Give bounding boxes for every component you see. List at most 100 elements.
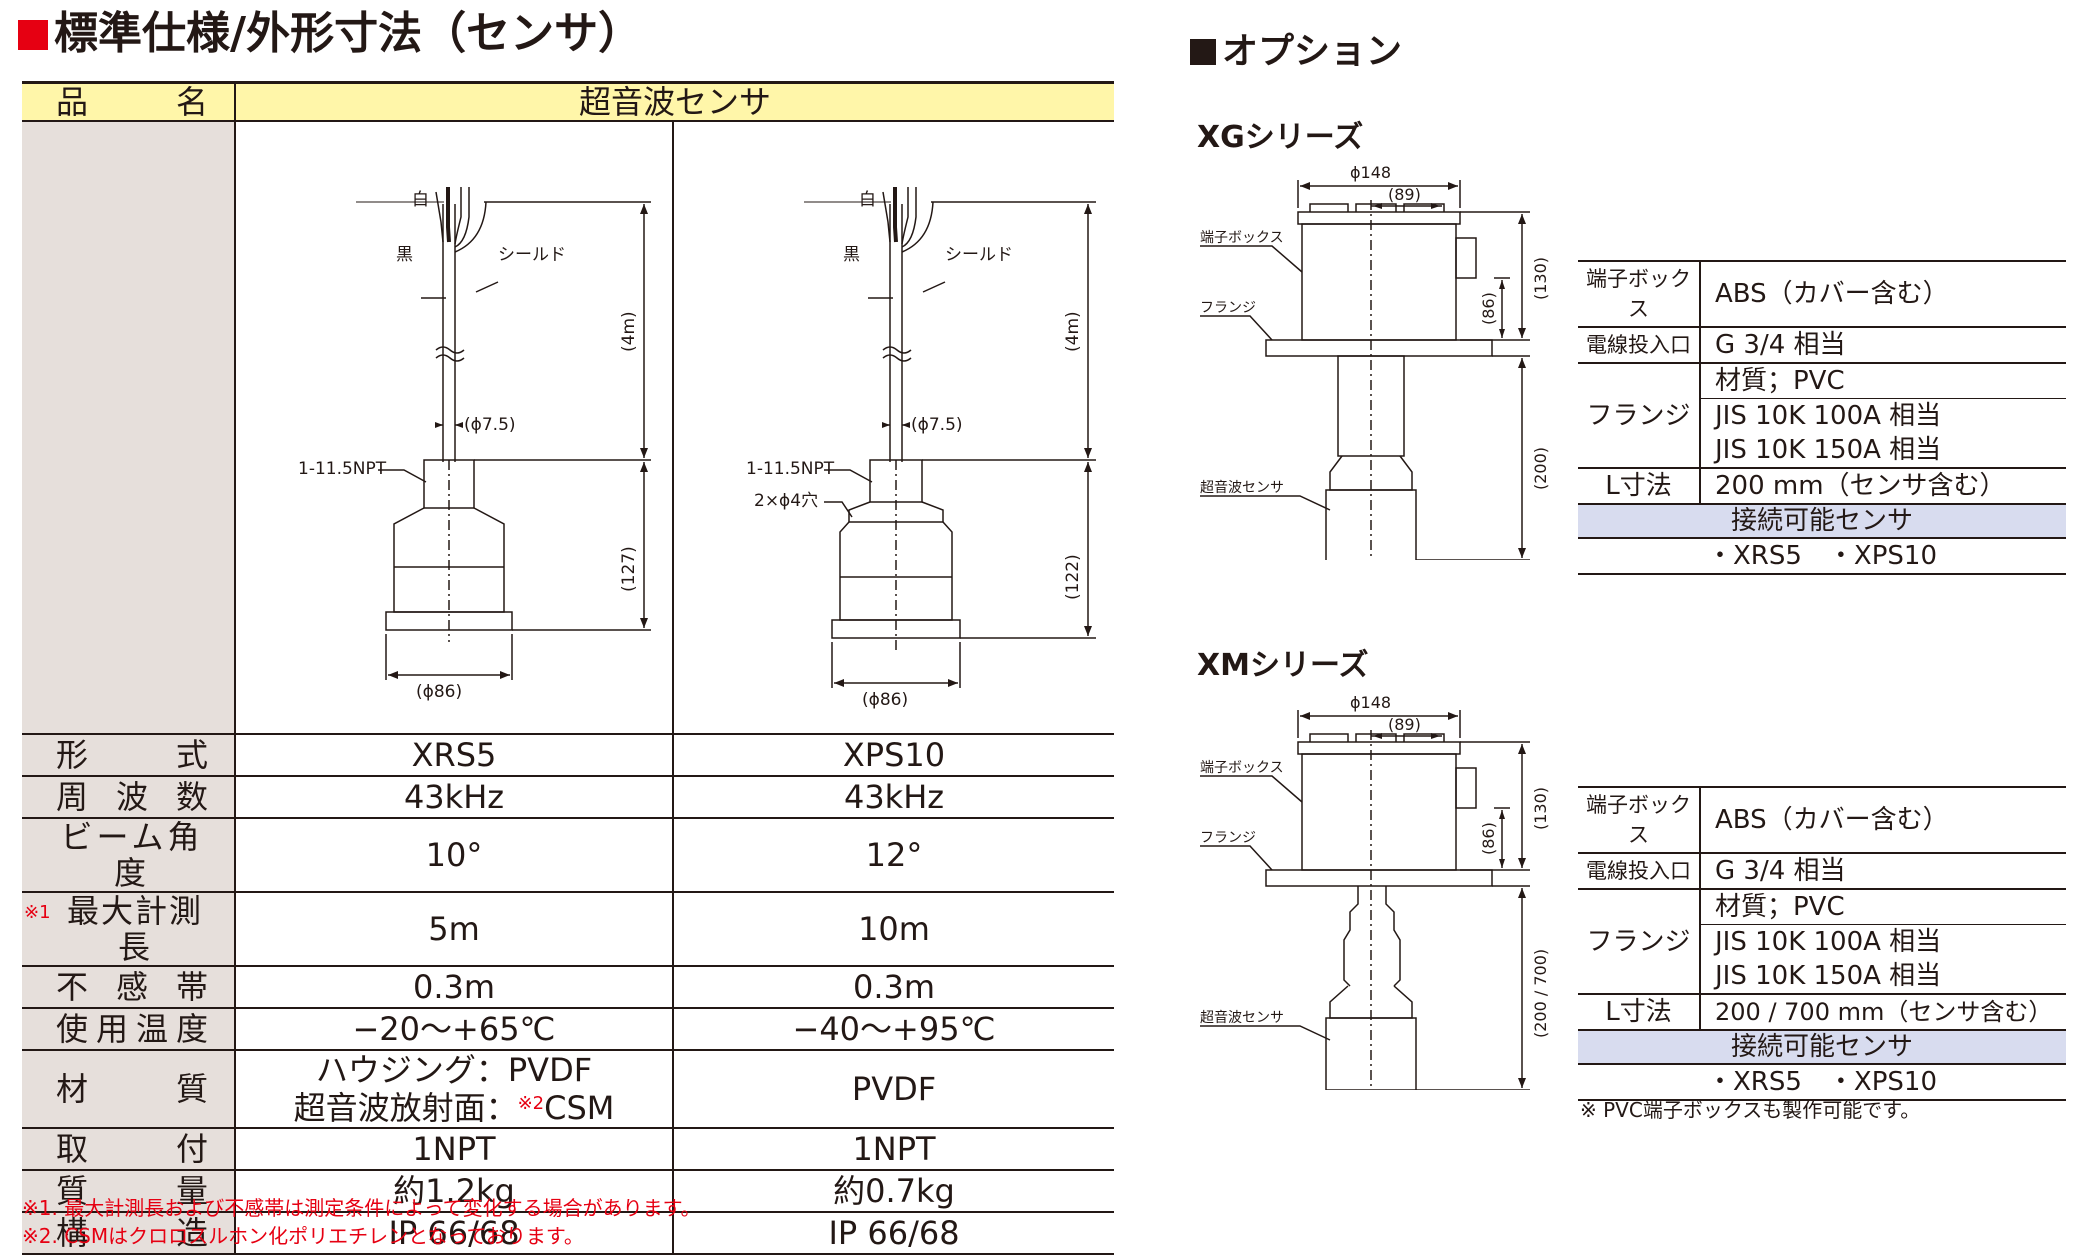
header-label: 品名 <box>22 81 236 122</box>
page-title-text: 標準仕様/外形寸法（センサ） <box>54 8 643 59</box>
xps10-height-label: (122) <box>1063 554 1083 600</box>
value-beam-angle-xrs5: 10° <box>235 817 674 892</box>
spec-row-material: 材質 ハウジング：PVDF 超音波放射面：※2CSM PVDF <box>22 1049 1115 1128</box>
xm-flange-100a: JIS 10K 100A 相当 <box>1700 924 2066 959</box>
xg-inlet-value: G 3/4 相当 <box>1700 326 2066 363</box>
option-title: オプション <box>1190 24 1402 80</box>
label-char: 波 <box>115 778 148 816</box>
material-housing: ハウジング：PVDF <box>315 1051 593 1089</box>
label-char: 用 <box>95 1010 128 1048</box>
label-char: 数 <box>175 778 208 816</box>
spec-row-temperature: 使用温度 −20〜+65℃ −40〜+95℃ <box>22 1007 1115 1050</box>
label-char: 不 <box>56 968 89 1006</box>
xm-box-label-cell: 端子ボックス <box>1578 786 1701 853</box>
xm-flange-label-cell: フランジ <box>1578 888 1701 994</box>
xg-row-flange-1: フランジ材質；PVC <box>1578 362 2066 468</box>
xg-dim89-label: (89) <box>1388 185 1421 204</box>
xm-dia148-label: ϕ148 <box>1350 693 1391 712</box>
xg-series-title: XGシリーズ <box>1197 120 1364 155</box>
value-temperature-xps10: −40〜+95℃ <box>673 1007 1115 1050</box>
label-dead-zone: 不感帯 <box>22 965 236 1008</box>
drawing-row: 白 黒 シールド (4m) (ϕ7.5) 1-11.5NPT (127) (ϕ8… <box>22 121 1114 734</box>
xm-flange-150a: JIS 10K 150A 相当 <box>1715 961 1942 991</box>
xrs5-height-label: (127) <box>619 546 639 592</box>
label-material: 材質 <box>22 1049 236 1128</box>
xg-box-label: 端子ボックス <box>1200 230 1284 246</box>
label-char: 付 <box>175 1130 208 1168</box>
xm-row-sensors-header: 接続可能センサ <box>1578 1029 2066 1064</box>
xrs5-cable-dia-label: (ϕ7.5) <box>464 415 516 435</box>
label-mass: 質量 <box>22 1169 236 1212</box>
xg-flange-material: 材質；PVC <box>1700 362 2066 399</box>
black-square-icon <box>1190 39 1216 65</box>
footnote-1: ※1. 最大計測長および不感帯は測定条件によって変化する場合があります。 <box>22 1196 701 1220</box>
xrs5-length-label: (4m) <box>619 311 639 352</box>
value-model-xrs5: XRS5 <box>235 733 674 776</box>
xg-flange-label: フランジ <box>1200 300 1256 316</box>
label-char: 質 <box>56 1172 89 1210</box>
xrs5-drawing: 白 黒 シールド (4m) (ϕ7.5) 1-11.5NPT (127) (ϕ8… <box>298 187 651 702</box>
value-model-xps10: XPS10 <box>673 733 1115 776</box>
material-face-value: CSM <box>544 1089 615 1127</box>
label-mount: 取付 <box>22 1127 236 1170</box>
label-char: 式 <box>175 736 208 774</box>
label-model: 形式 <box>22 733 236 776</box>
value-beam-angle-xps10: 12° <box>673 817 1115 892</box>
xm-inlet-value: G 3/4 相当 <box>1700 852 2066 889</box>
xg-l-value: 200 mm（センサ含む） <box>1700 467 2066 504</box>
xrs5-shield-label: シールド <box>498 245 566 265</box>
red-square-icon <box>18 20 48 50</box>
spec-header-row: 品名 超音波センサ <box>22 81 1115 122</box>
xps10-length-label: (4m) <box>1063 311 1083 352</box>
value-mount-xps10: 1NPT <box>673 1127 1115 1170</box>
value-mass-xps10: 約0.7kg <box>673 1169 1115 1212</box>
option-title-text: オプション <box>1222 31 1403 72</box>
footnote-mark-1: ※1 <box>24 902 51 923</box>
xrs5-white-label: 白 <box>412 190 429 210</box>
material-face-label: 超音波放射面： <box>293 1089 518 1127</box>
xm-l-value: 200 / 700 mm（センサ含む） <box>1700 993 2066 1030</box>
footnote-mark-2: ※2 <box>517 1093 545 1114</box>
xm-flange-material: 材質；PVC <box>1700 888 2066 925</box>
xg-inlet-label-cell: 電線投入口 <box>1578 326 1701 363</box>
xm-sensors-header: 接続可能センサ <box>1578 1029 2066 1064</box>
xm-dim89-label: (89) <box>1388 715 1421 734</box>
xg-box-label-cell: 端子ボックス <box>1578 260 1701 327</box>
label-text: ビーム角度 <box>60 818 204 892</box>
xm-diml-label: (200 / 700) <box>1531 949 1550 1038</box>
xg-sensors: ・XRS5 ・XPS10 <box>1578 537 2066 575</box>
label-char: 感 <box>115 968 148 1006</box>
value-dead-zone-xps10: 0.3m <box>673 965 1115 1008</box>
header-label-a: 品 <box>56 83 89 121</box>
xg-sensor-label: 超音波センサ <box>1200 479 1284 496</box>
label-char: 材 <box>56 1070 89 1108</box>
xps10-black-label: 黒 <box>843 245 860 265</box>
xps10-holes-label: 2×ϕ4穴 <box>754 491 818 511</box>
xg-sensors-header: 接続可能センサ <box>1578 503 2066 538</box>
label-char: 帯 <box>175 968 208 1006</box>
xg-flange-150a: JIS 10K 150A 相当 <box>1715 435 1942 465</box>
header-product-name: 超音波センサ <box>235 81 1115 122</box>
xm-l-label-cell: L寸法 <box>1578 993 1701 1030</box>
header-label-b: 名 <box>175 83 208 121</box>
xm-sensor-label: 超音波センサ <box>1200 1009 1284 1026</box>
xg-box-value: ABS（カバー含む） <box>1700 260 2066 327</box>
value-material-xrs5: ハウジング：PVDF 超音波放射面：※2CSM <box>235 1049 674 1128</box>
xg-drawing: ϕ148 (89) (130) (86) (200) 端子ボックス フランジ 超… <box>1200 163 1550 560</box>
value-frequency-xps10: 43kHz <box>673 775 1115 818</box>
xrs5-thread-label: 1-11.5NPT <box>298 459 387 479</box>
xg-row-sensors-header: 接続可能センサ <box>1578 503 2066 538</box>
xm-sensors: ・XRS5 ・XPS10 <box>1578 1063 2066 1101</box>
xm-box-value: ABS（カバー含む） <box>1700 786 2066 853</box>
spec-row-mass: 質量 約1.2kg 約0.7kg <box>22 1169 1115 1212</box>
spec-table: 品名 超音波センサ <box>22 81 1115 1255</box>
xg-row-flange-2: JIS 10K 100A 相当 <box>1578 398 2066 433</box>
xm-row-flange-1: フランジ材質；PVC <box>1578 888 2066 994</box>
xm-dim130-label: (130) <box>1531 787 1550 830</box>
xps10-cable-dia-label: (ϕ7.5) <box>911 415 963 435</box>
